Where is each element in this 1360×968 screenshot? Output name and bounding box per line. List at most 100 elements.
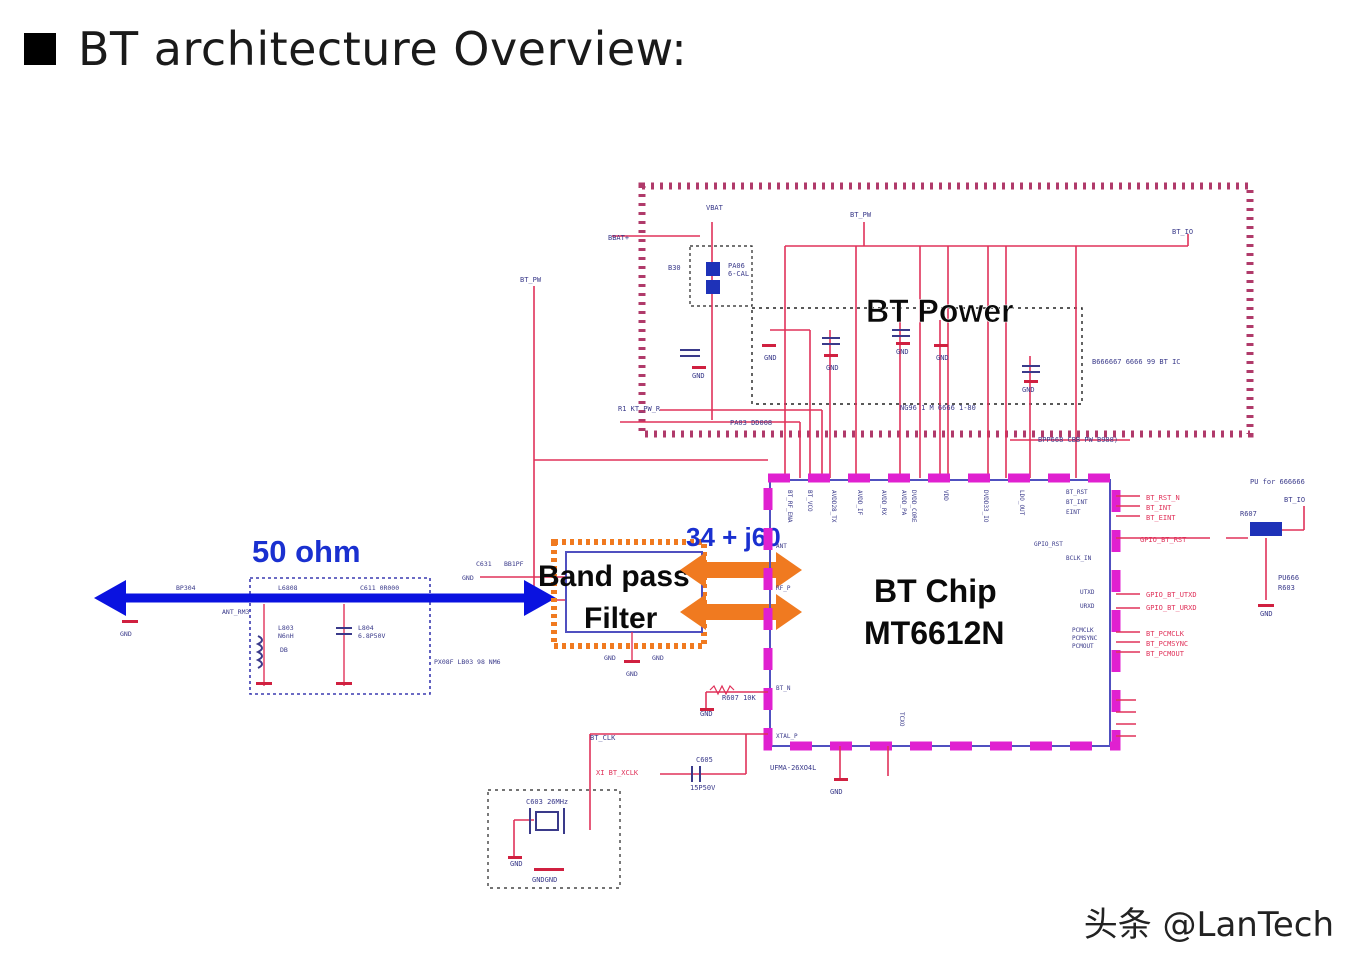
svg-text:C605: C605 — [696, 756, 713, 764]
svg-text:B666667 6666 99 BT IC: B666667 6666 99 BT IC — [1092, 358, 1181, 366]
svg-text:15P50V: 15P50V — [690, 784, 716, 792]
svg-text:BT_CLK: BT_CLK — [590, 734, 616, 742]
svg-text:PCMSYNC: PCMSYNC — [1072, 635, 1098, 642]
svg-text:LDO_OUT: LDO_OUT — [1018, 490, 1025, 516]
orange-double-arrows — [680, 552, 802, 630]
svg-text:BP304: BP304 — [176, 584, 196, 592]
svg-text:GND: GND — [692, 372, 705, 380]
svg-text:BT_IO: BT_IO — [1172, 228, 1193, 236]
rf-50-ohm-arrow — [94, 580, 556, 616]
band-pass-filter-region — [551, 539, 707, 649]
svg-text:BT_INT: BT_INT — [1146, 504, 1172, 512]
svg-text:GPIO_BT_RST: GPIO_BT_RST — [1140, 536, 1187, 544]
right-resistor — [1250, 522, 1282, 536]
slide-title: BT architecture Overview: — [24, 14, 687, 84]
svg-text:BT_N: BT_N — [776, 685, 791, 692]
svg-text:GND: GND — [700, 710, 713, 718]
svg-text:BPP668 CBB PW B988): BPP668 CBB PW B988) — [1038, 436, 1118, 444]
svg-text:UTXD: UTXD — [1080, 589, 1095, 596]
svg-text:R1 KT_PW_R: R1 KT_PW_R — [618, 405, 661, 413]
right-io-labels: BT_RST_N BT_INT BT_EINT GPIO_BT_RST GPIO… — [1140, 494, 1197, 658]
svg-text:BT_RF_ENA: BT_RF_ENA — [786, 490, 793, 523]
svg-text:L6808: L6808 — [278, 584, 298, 592]
crystal-symbol — [535, 811, 559, 831]
svg-text:RF_P: RF_P — [776, 585, 791, 592]
svg-text:GND: GND — [1022, 386, 1035, 394]
filter-components: GND GND GND — [604, 632, 664, 678]
svg-text:BT_RST_N: BT_RST_N — [1146, 494, 1180, 502]
svg-text:R607: R607 — [1240, 510, 1257, 518]
svg-text:ANT_RM3: ANT_RM3 — [222, 608, 249, 616]
bt-chip-dashed-outline — [763, 473, 1121, 751]
svg-text:BT_PCMCLK: BT_PCMCLK — [1146, 630, 1185, 638]
svg-text:6.8P50V: 6.8P50V — [358, 632, 385, 640]
svg-text:C603 26MHz: C603 26MHz — [526, 798, 568, 806]
svg-text:BT_PCMSYNC: BT_PCMSYNC — [1146, 640, 1188, 648]
svg-text:TCXO: TCXO — [898, 712, 905, 727]
svg-text:AVDD_IF: AVDD_IF — [856, 490, 863, 516]
svg-text:B30: B30 — [668, 264, 681, 272]
matching-network-box — [249, 577, 431, 695]
chip-pin-labels: BT_RF_ENA BT_VCO AVDD28_TX AVDD_IF AVDD_… — [776, 489, 1098, 740]
svg-text:BT_IO: BT_IO — [1284, 496, 1305, 504]
svg-text:EINT: EINT — [1066, 509, 1081, 516]
svg-text:BT_PW: BT_PW — [850, 211, 872, 219]
svg-text:AVDD_RX: AVDD_RX — [880, 490, 887, 516]
svg-text:PCMCLK: PCMCLK — [1072, 627, 1094, 634]
title-text: BT architecture Overview: — [78, 22, 688, 76]
crystal-box — [487, 789, 621, 889]
svg-text:PCMOUT: PCMOUT — [1072, 643, 1094, 650]
bt-chip-label: BT Chip — [874, 573, 997, 609]
svg-text:GND: GND — [764, 354, 777, 362]
svg-text:GND: GND — [120, 630, 132, 638]
svg-text:R607 10K: R607 10K — [722, 694, 757, 702]
svg-text:AVDD28_TX: AVDD28_TX — [830, 490, 837, 523]
bt-power-label: BT Power — [866, 293, 1014, 329]
svg-text:UFMA-26XO4L: UFMA-26XO4L — [770, 764, 816, 772]
svg-text:BT_EINT: BT_EINT — [1146, 514, 1176, 522]
svg-text:PA03 DD008: PA03 DD008 — [730, 419, 772, 427]
svg-text:BT_VCO: BT_VCO — [806, 490, 813, 512]
svg-text:NG96 1 M 6666 1-80: NG96 1 M 6666 1-80 — [900, 404, 976, 412]
svg-text:XI BT_XCLK: XI BT_XCLK — [596, 769, 639, 777]
svg-text:GND: GND — [510, 860, 523, 868]
svg-text:DVDD33_IO: DVDD33_IO — [982, 490, 989, 523]
svg-text:PA06: PA06 — [728, 262, 745, 270]
square-bullet-icon — [24, 33, 56, 65]
svg-text:DVDD_CORE: DVDD_CORE — [910, 490, 917, 523]
svg-text:GPIO_BT_UTXD: GPIO_BT_UTXD — [1146, 591, 1197, 599]
svg-text:XTAL_P: XTAL_P — [776, 733, 798, 740]
svg-text:GND: GND — [936, 354, 949, 362]
svg-text:GND: GND — [652, 654, 664, 662]
svg-text:PU666: PU666 — [1278, 574, 1299, 582]
ohm-label: 50 ohm — [252, 534, 361, 569]
svg-text:R603: R603 — [1278, 584, 1295, 592]
svg-text:VBAT: VBAT — [706, 204, 724, 212]
svg-text:GND: GND — [830, 788, 843, 796]
svg-text:BBAT+: BBAT+ — [608, 234, 629, 242]
svg-text:C611 0R000: C611 0R000 — [360, 584, 399, 592]
svg-text:N6nH: N6nH — [278, 632, 294, 640]
svg-text:AVDD_PA: AVDD_PA — [900, 490, 907, 516]
svg-text:VDD: VDD — [942, 490, 949, 501]
svg-text:URXD: URXD — [1080, 603, 1095, 610]
svg-text:GND: GND — [462, 574, 474, 582]
svg-text:6-CAL: 6-CAL — [728, 270, 749, 278]
svg-text:GND: GND — [826, 364, 839, 372]
power-wires — [612, 222, 1189, 478]
bead-box — [689, 245, 753, 307]
svg-text:BB1PF: BB1PF — [504, 560, 524, 568]
svg-text:GND: GND — [604, 654, 616, 662]
svg-text:BT_INT: BT_INT — [1066, 499, 1088, 506]
svg-text:PU for 666666: PU for 666666 — [1250, 478, 1305, 486]
chip-right-io-wires — [1116, 495, 1305, 737]
matching-components: BP304 ANT_RM3 L6808 C611 0R000 L803 N6nH… — [120, 560, 524, 686]
bt-power-region — [638, 182, 1254, 438]
svg-text:GPIO_RST: GPIO_RST — [1034, 541, 1063, 548]
svg-text:BT_PCMOUT: BT_PCMOUT — [1146, 650, 1185, 658]
svg-text:GND: GND — [626, 670, 638, 678]
svg-text:BCLK_IN: BCLK_IN — [1066, 555, 1092, 562]
filter-label: Filter — [584, 602, 658, 635]
svg-text:GND: GND — [1260, 610, 1273, 618]
